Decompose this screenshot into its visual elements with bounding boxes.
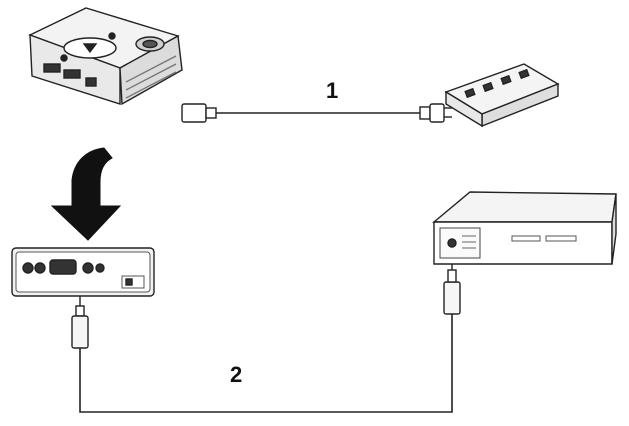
power-cord-icon	[181, 103, 452, 123]
callout-1: 1	[326, 78, 338, 103]
video-device-icon	[432, 191, 617, 265]
video-cable-icon	[71, 262, 461, 413]
callout-2: 2	[230, 362, 242, 387]
power-strip-icon	[444, 63, 560, 128]
projector-icon	[28, 7, 183, 106]
projector-rear-panel-icon	[11, 247, 155, 297]
down-arrow-icon	[50, 147, 122, 241]
